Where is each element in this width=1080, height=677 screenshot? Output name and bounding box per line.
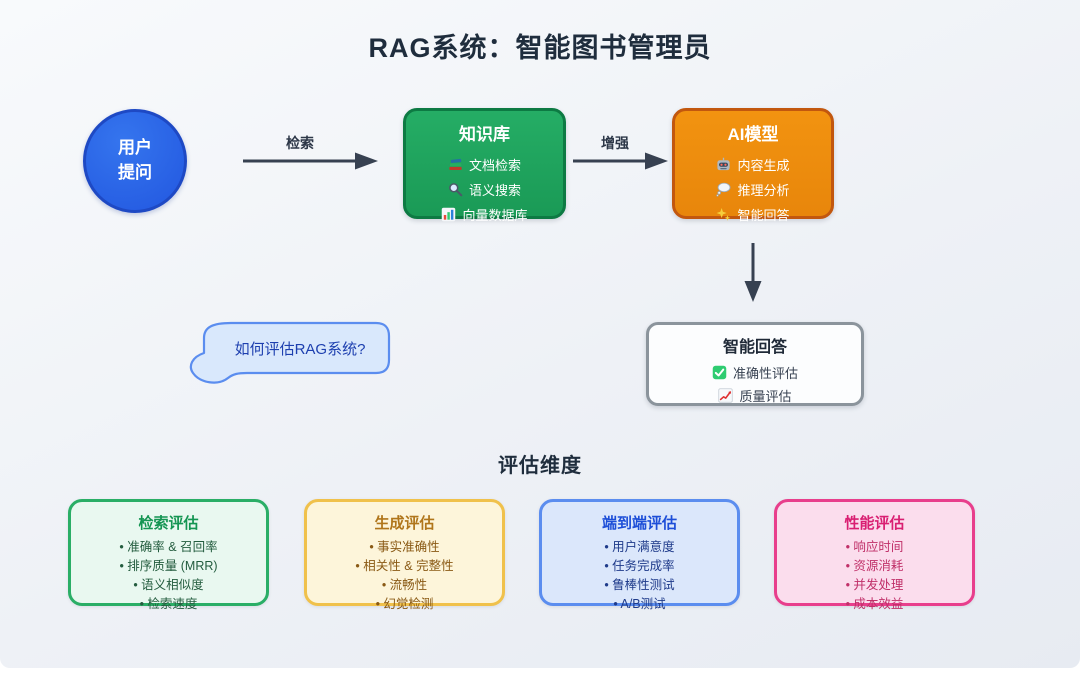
question-bubble-text: 如何评估RAG系统? <box>234 341 366 358</box>
evaluation-section-title: 评估维度 <box>498 455 582 477</box>
eval-card-item: 事实准确性 <box>307 538 502 557</box>
eval-card-generation: 生成评估 事实准确性 相关性 & 完整性 流畅性 幻觉检测 <box>304 499 505 611</box>
chart-up-icon <box>718 388 734 403</box>
eval-card-item: 成本效益 <box>777 595 972 614</box>
diagram-title: RAG系统：智能图书管理员 <box>368 33 712 63</box>
arrow-down <box>744 243 762 302</box>
user-node-line: 用户 <box>118 138 152 158</box>
edge-label-retrieval: 检索 <box>286 135 314 151</box>
node-item-label: 内容生成 <box>737 158 790 173</box>
knowledge-base-node: 知识库 文档检索 语义搜索 <box>403 108 566 223</box>
user-node-line: 提问 <box>118 163 152 182</box>
books-icon <box>449 158 462 171</box>
node-item: 准确性评估 <box>649 361 861 384</box>
eval-card-item: 资源消耗 <box>777 557 972 576</box>
ai-model-node: AI模型 内容生成 推理分析 <box>672 108 834 223</box>
bar-chart-icon <box>442 207 456 222</box>
node-title: 知识库 <box>459 125 510 144</box>
eval-card-end-to-end: 端到端评估 用户满意度 任务完成率 鲁棒性测试 A/B测试 <box>539 499 740 611</box>
eval-card-title: 检索评估 <box>138 515 199 532</box>
eval-card-item: 用户满意度 <box>542 538 737 557</box>
thought-bubble-icon <box>716 182 731 197</box>
node-item: 推理分析 <box>675 177 831 202</box>
eval-card-title: 性能评估 <box>844 515 905 532</box>
user-question-node: 用户 提问 <box>83 109 187 213</box>
eval-card-retrieval: 检索评估 准确率 & 召回率 排序质量 (MRR) 语义相似度 检索速度 <box>68 499 269 611</box>
arrow-retrieval <box>243 152 378 170</box>
eval-card-item: 响应时间 <box>777 538 972 557</box>
question-bubble-shape <box>189 321 391 384</box>
eval-card-title: 生成评估 <box>374 515 435 532</box>
eval-card-item: 鲁棒性测试 <box>542 576 737 595</box>
eval-card-item: 幻觉检测 <box>307 595 502 614</box>
edge-label-augment: 增强 <box>601 135 629 151</box>
node-item: 智能回答 <box>675 202 831 227</box>
node-item-label: 文档检索 <box>468 158 521 173</box>
node-title: 智能回答 <box>722 339 787 356</box>
eval-card-item: 相关性 & 完整性 <box>307 557 502 576</box>
node-item-label: 准确性评估 <box>732 366 798 381</box>
node-title: AI模型 <box>727 125 779 144</box>
eval-card-item: 流畅性 <box>307 576 502 595</box>
smart-answer-node: 智能回答 准确性评估 质量评估 <box>646 322 864 406</box>
node-item: 质量评估 <box>649 384 861 407</box>
eval-card-item: 任务完成率 <box>542 557 737 576</box>
node-item-label: 质量评估 <box>739 389 792 404</box>
eval-card-item: 检索速度 <box>71 595 266 614</box>
node-item: 内容生成 <box>675 152 831 177</box>
node-item: 文档检索 <box>406 152 563 177</box>
node-item-label: 向量数据库 <box>462 208 528 223</box>
eval-card-item: 排序质量 (MRR) <box>71 557 266 576</box>
node-item: 向量数据库 <box>406 202 563 227</box>
eval-card-item: 准确率 & 召回率 <box>71 538 266 557</box>
eval-card-title: 端到端评估 <box>601 515 677 532</box>
arrow-augment <box>573 152 668 170</box>
eval-card-performance: 性能评估 响应时间 资源消耗 并发处理 成本效益 <box>774 499 975 611</box>
node-item-label: 推理分析 <box>737 183 790 198</box>
node-item-label: 智能回答 <box>737 208 790 223</box>
magnifier-icon <box>449 183 463 197</box>
eval-card-item: 语义相似度 <box>71 576 266 595</box>
node-item-label: 语义搜索 <box>468 183 521 198</box>
robot-icon <box>717 157 731 171</box>
check-icon <box>712 365 727 380</box>
sparkles-icon <box>717 207 731 221</box>
node-item: 语义搜索 <box>406 177 563 202</box>
eval-card-item: A/B测试 <box>542 595 737 614</box>
eval-card-item: 并发处理 <box>777 576 972 595</box>
